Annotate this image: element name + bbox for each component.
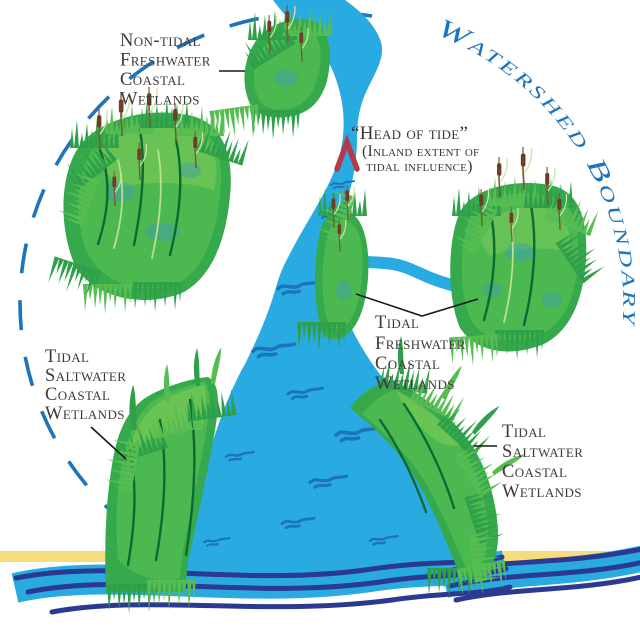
label-line: Tidal [502,422,546,442]
label-line: Coastal [375,354,440,374]
leader-tidal-saltwater-left [90,426,127,460]
grass-patch-midriver-strip [297,184,369,352]
label-line: Wetlands [45,404,125,424]
leader-tidal-freshwater [355,293,479,317]
label-line: Coastal [502,462,567,482]
grass-patch-right-middle [448,146,609,368]
watershed-boundary-dashed-circle [18,10,481,596]
label-line: Wetlands [502,482,582,502]
sand-bar-left [0,551,112,562]
label-line: Freshwater [120,51,211,71]
label-line: Tidal [375,313,419,333]
grass-bank-bottom-right [350,336,527,599]
label-tidal-saltwater-right: Tidal Saltwater Coastal Wetlands [502,422,583,502]
head-of-tide-label: “Head of tide” (Inland extent of tidal i… [351,123,479,175]
label-line: Coastal [120,70,185,90]
label-line: Freshwater [375,334,466,354]
label-line: Saltwater [45,366,126,386]
label-line: Saltwater [502,442,583,462]
label-line: Wetlands [375,374,455,394]
label-line: Wetlands [120,90,200,110]
label-line: Coastal [45,385,110,405]
head-of-tide-quote: “Head of tide” [351,123,468,144]
head-of-tide-marker-icon [334,134,360,172]
grass-patch-upper-left [45,86,252,314]
grass-bank-bottom-left [102,346,237,614]
label-line: Non-tidal [120,31,201,51]
label-tidal-saltwater-left: Tidal Saltwater Coastal Wetlands [45,347,126,424]
label-non-tidal-freshwater: Non-tidal Freshwater Coastal Wetlands [120,31,211,110]
label-line: Tidal [45,347,89,367]
head-of-tide-detail-2: tidal influence) [366,158,473,175]
wave-line [453,574,640,603]
head-of-tide-detail-1: (Inland extent of [362,143,479,160]
grass-patch-nontidal-riverbank [209,4,332,141]
label-tidal-freshwater: Tidal Freshwater Coastal Wetlands [375,313,466,394]
